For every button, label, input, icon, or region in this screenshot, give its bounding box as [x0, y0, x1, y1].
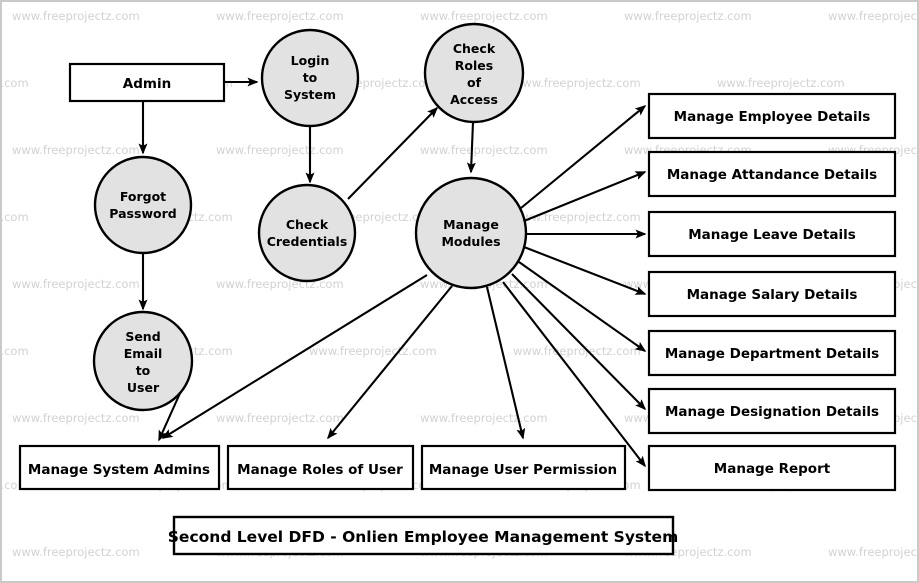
module-box-label: Manage Department Details — [665, 346, 879, 362]
bottom-box-label: Manage System Admins — [28, 462, 210, 478]
module-box-label: Manage Report — [714, 461, 831, 477]
module-box-manage-report[interactable]: Manage Report — [647, 444, 897, 492]
process-check-credentials-line-1: Check — [286, 217, 329, 232]
flow-modules-to-salary-details — [523, 246, 647, 295]
process-manage-modules[interactable]: Manage Modules — [414, 176, 528, 290]
flow-modules-to-employee-details — [520, 105, 647, 209]
module-box-manage-department-details[interactable]: Manage Department Details — [647, 329, 897, 377]
diagram-title-box: Second Level DFD - Onlien Employee Manag… — [168, 515, 678, 556]
process-check-roles-of-access[interactable]: Check Roles of Access — [423, 22, 525, 124]
bottom-box-manage-roles-of-user[interactable]: Manage Roles of User — [226, 444, 415, 491]
module-box-manage-attandance-details[interactable]: Manage Attandance Details — [647, 150, 897, 198]
module-box-label: Manage Employee Details — [674, 109, 871, 125]
process-login-to-system[interactable]: Login to System — [260, 28, 360, 128]
process-manage-modules-line-1: Manage — [443, 217, 499, 232]
process-check-roles-line-4: Access — [450, 92, 498, 107]
process-check-roles-line-1: Check — [453, 41, 496, 56]
bottom-box-label: Manage Roles of User — [237, 462, 403, 478]
entity-admin-label: Admin — [123, 76, 171, 92]
process-send-email-line-2: Email — [124, 346, 163, 361]
module-box-manage-salary-details[interactable]: Manage Salary Details — [647, 270, 897, 318]
process-send-email-line-4: User — [127, 380, 160, 395]
module-box-manage-employee-details[interactable]: Manage Employee Details — [647, 92, 897, 140]
process-check-roles-line-3: of — [467, 75, 482, 90]
module-box-manage-designation-details[interactable]: Manage Designation Details — [647, 387, 897, 435]
process-check-credentials-line-2: Credentials — [267, 234, 348, 249]
process-forgot-password[interactable]: Forgot Password — [93, 155, 193, 255]
entity-admin[interactable]: Admin — [68, 62, 226, 103]
process-check-credentials[interactable]: Check Credentials — [257, 183, 357, 283]
bottom-box-manage-user-permission[interactable]: Manage User Permission — [420, 444, 627, 491]
process-login-to-system-line-1: Login — [291, 53, 330, 68]
flow-modules-to-attandance-details — [523, 171, 647, 222]
module-box-label: Manage Leave Details — [688, 227, 856, 243]
process-login-to-system-line-2: to — [303, 70, 318, 85]
flow-modules-to-manage-system-admins — [161, 274, 428, 439]
module-box-label: Manage Attandance Details — [667, 167, 877, 183]
process-check-roles-line-2: Roles — [455, 58, 493, 73]
process-forgot-password-line-1: Forgot — [120, 189, 166, 204]
flow-modules-to-manage-report — [502, 281, 646, 468]
flow-check-roles-to-manage-modules — [466, 121, 476, 174]
module-box-manage-leave-details[interactable]: Manage Leave Details — [647, 210, 897, 258]
process-send-email-to-user[interactable]: Send Email to User — [92, 310, 194, 412]
process-send-email-line-3: to — [136, 363, 151, 378]
flow-modules-to-manage-roles-of-user — [327, 285, 453, 440]
flow-modules-to-designation-details — [511, 273, 647, 411]
process-send-email-line-1: Send — [125, 329, 160, 344]
diagram-title-label: Second Level DFD - Onlien Employee Manag… — [168, 528, 678, 546]
bottom-box-label: Manage User Permission — [429, 462, 617, 478]
bottom-box-manage-system-admins[interactable]: Manage System Admins — [18, 444, 221, 491]
flow-modules-to-department-details — [518, 261, 647, 352]
flow-modules-to-manage-user-permission — [485, 286, 526, 440]
flow-arrows — [138, 77, 647, 468]
module-box-label: Manage Designation Details — [665, 404, 879, 420]
module-box-label: Manage Salary Details — [687, 287, 858, 303]
process-login-to-system-line-3: System — [284, 87, 336, 102]
process-forgot-password-line-2: Password — [109, 206, 176, 221]
flow-check-credentials-to-check-roles — [347, 106, 439, 200]
process-manage-modules-line-2: Modules — [441, 234, 500, 249]
